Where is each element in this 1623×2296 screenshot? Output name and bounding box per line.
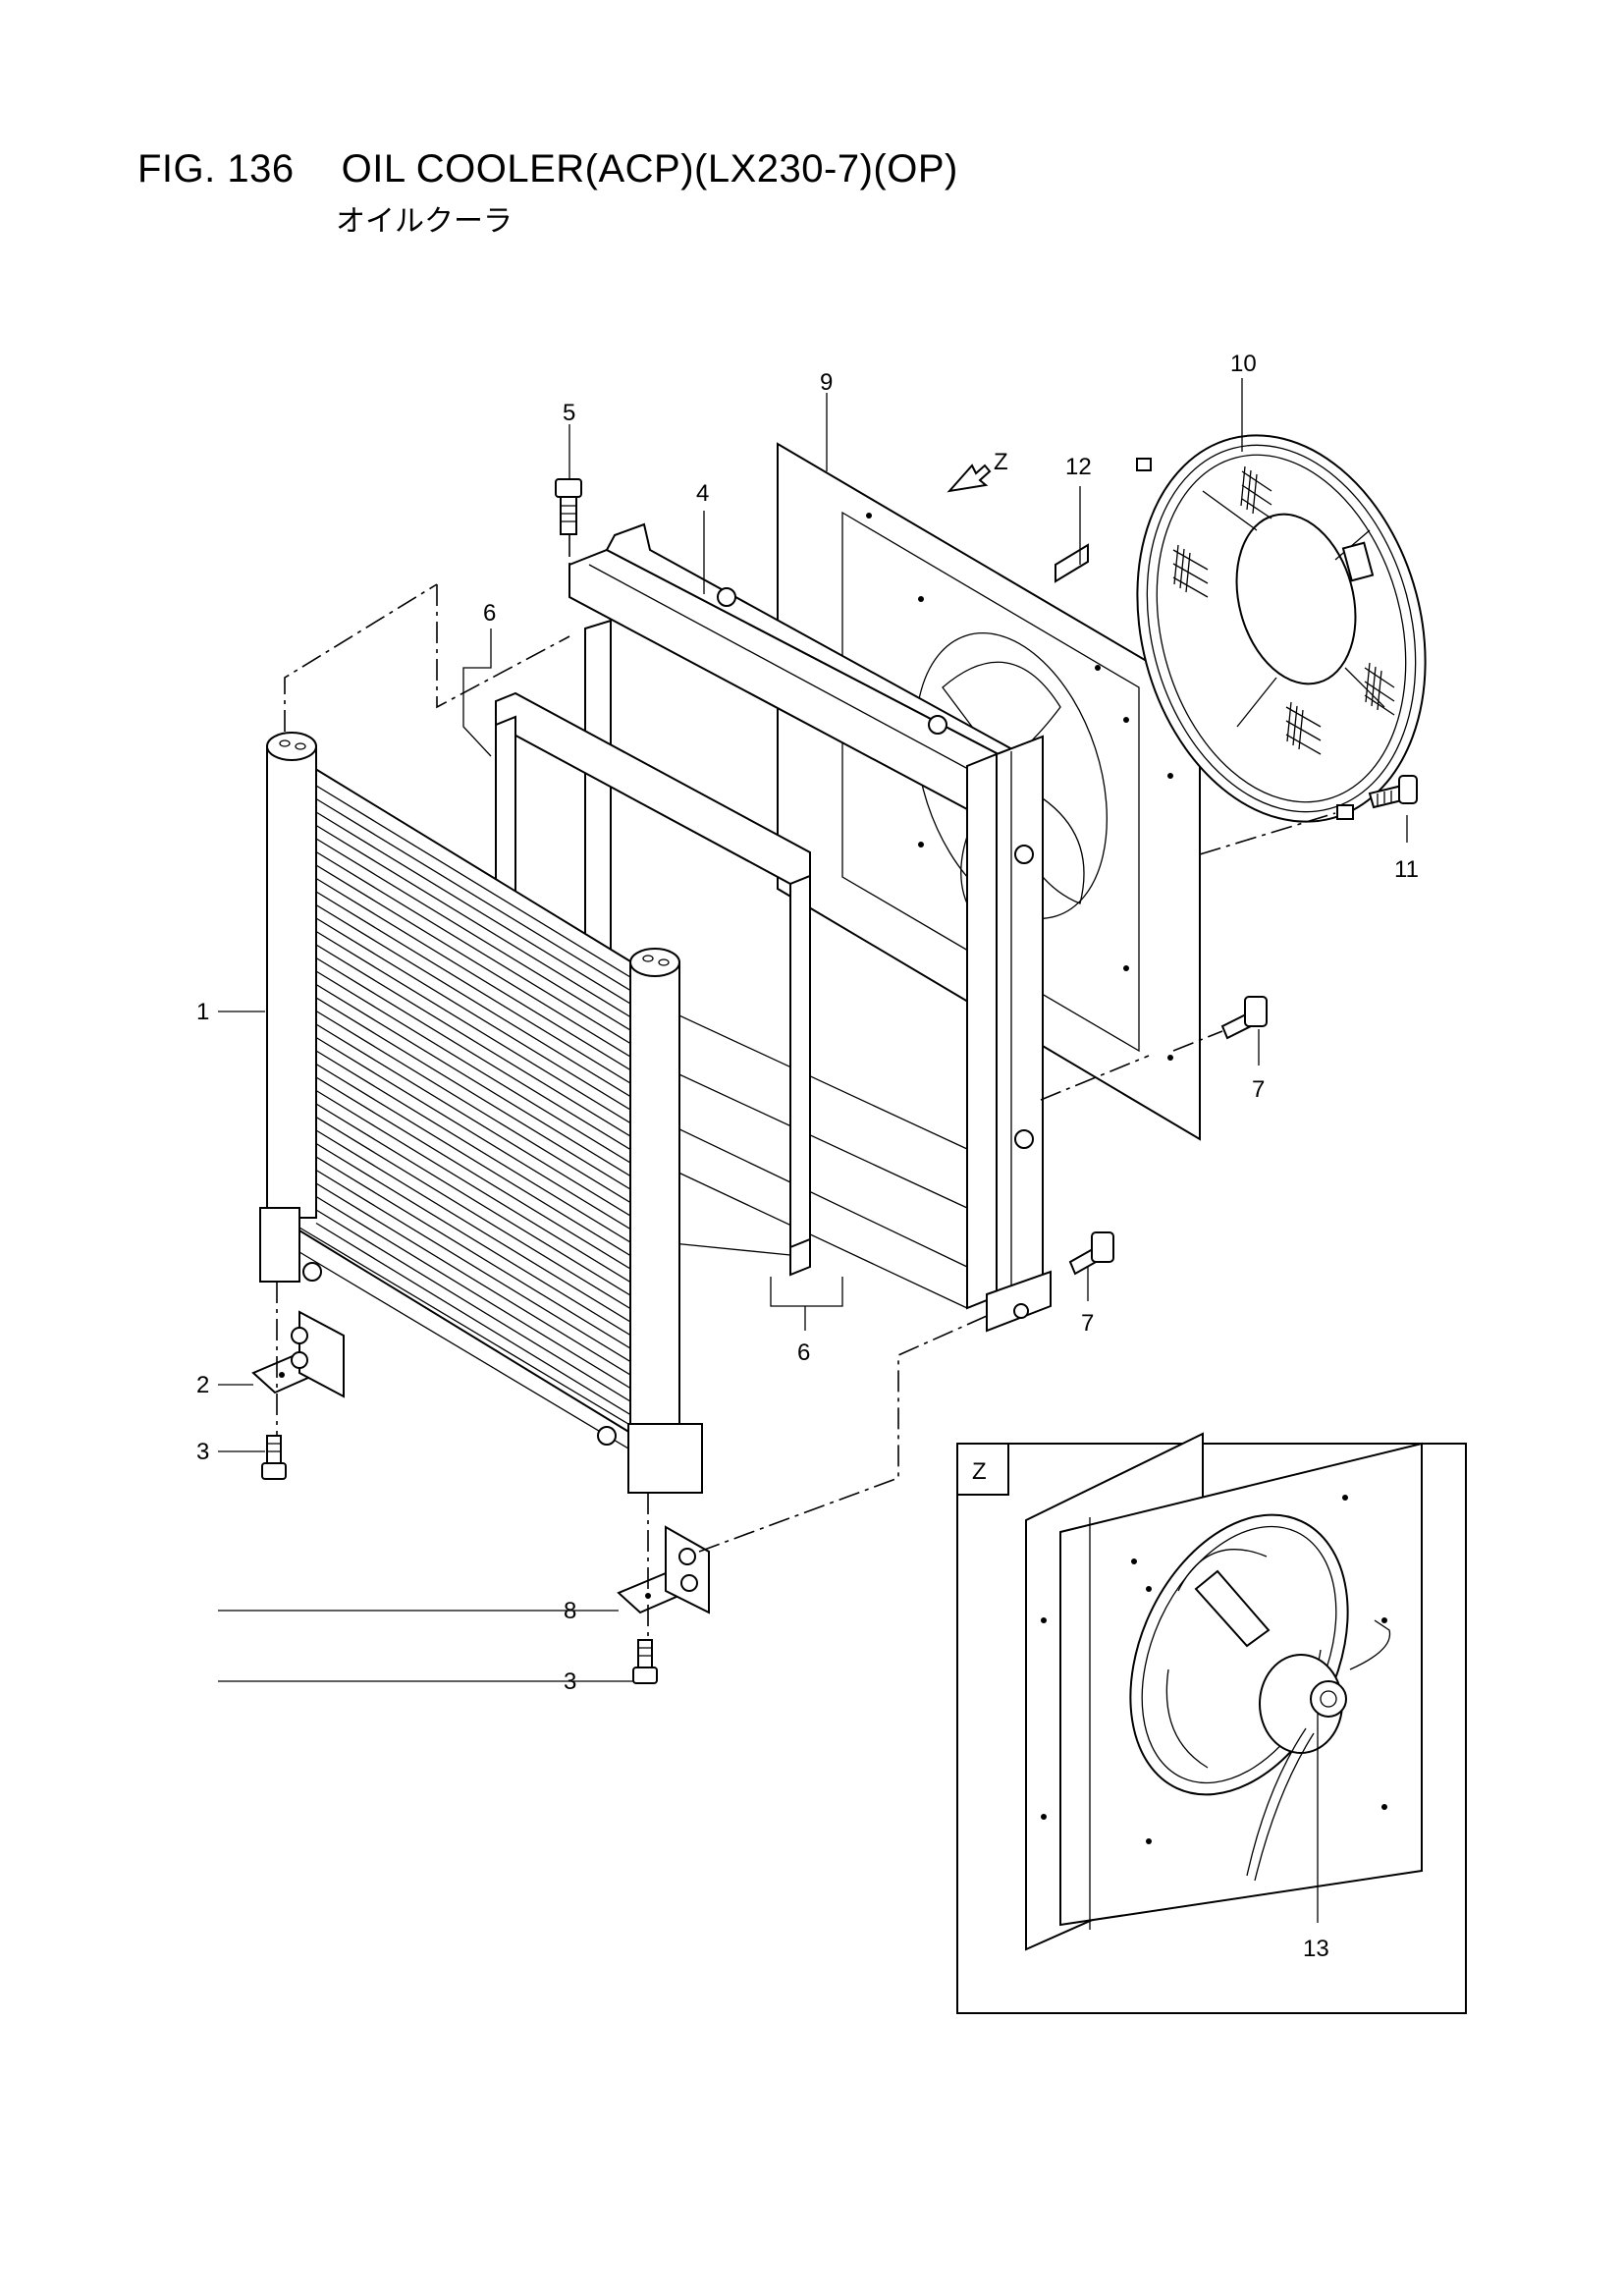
callout-8: 8	[564, 1598, 576, 1624]
cooler-fin	[315, 824, 631, 1018]
bolt-7-lower	[1068, 1231, 1114, 1276]
figure-title: FIG. 136 OIL COOLER(ACP)(LX230-7)(OP)	[137, 147, 958, 191]
detail-view-label-z: Z	[972, 1458, 987, 1485]
bolt-3-lower	[632, 1639, 658, 1684]
leader-lines	[218, 378, 1408, 1682]
bolt-5	[555, 478, 582, 535]
callout-5: 5	[563, 400, 575, 426]
callout-2: 2	[196, 1372, 209, 1398]
callout-12: 12	[1065, 454, 1092, 480]
cooler-fin	[315, 1063, 631, 1257]
callout-6-lower: 6	[797, 1339, 810, 1366]
bolt-7-upper	[1220, 996, 1268, 1040]
cooler-fin	[315, 944, 631, 1137]
cooler-fin	[315, 891, 631, 1084]
caution-label	[1055, 543, 1089, 583]
cooler-fin	[315, 997, 631, 1190]
callout-13: 13	[1303, 1936, 1329, 1962]
cooler-fin	[315, 1050, 631, 1243]
bracket-8	[617, 1525, 710, 1614]
callout-4: 4	[696, 480, 709, 507]
callout-9: 9	[820, 369, 833, 396]
callout-labels: 1 2 3 3 4 5 6 6 7 7 8 9 10 11 12 13 Z Z	[196, 351, 1419, 1962]
cooler-fin	[315, 1169, 631, 1363]
cooler-fin	[315, 970, 631, 1164]
oil-cooler-core	[259, 732, 703, 1494]
fan-guard	[1136, 434, 1427, 823]
figure-number: FIG. 136	[137, 147, 295, 191]
callout-6-upper: 6	[483, 600, 496, 627]
cooler-fin	[315, 903, 631, 1098]
assembly-lines	[276, 535, 1336, 1640]
cooler-fin	[315, 930, 631, 1124]
view-direction-arrow	[947, 464, 992, 493]
cooler-fin	[315, 983, 631, 1177]
direction-label-z: Z	[994, 449, 1008, 475]
figure-name: OIL COOLER(ACP)(LX230-7)(OP)	[341, 147, 958, 191]
cooler-fin	[315, 1182, 631, 1376]
cooler-fin	[315, 850, 631, 1045]
cooler-fin	[315, 838, 631, 1031]
cooler-fin	[315, 864, 631, 1058]
cooler-fin	[315, 1036, 631, 1230]
cooler-fin	[315, 1209, 631, 1402]
detail-view-z	[956, 1432, 1467, 2014]
cooler-fin	[315, 1103, 631, 1296]
cooler-fin	[315, 785, 631, 978]
cooler-fin	[315, 811, 631, 1005]
cooler-fin	[315, 1129, 631, 1323]
cooler-fin	[315, 917, 631, 1111]
callout-11: 11	[1394, 856, 1419, 883]
cooler-fin	[315, 1010, 631, 1204]
cooler-fin	[315, 1116, 631, 1310]
bolt-3-upper	[261, 1435, 287, 1480]
callout-7-lower: 7	[1081, 1310, 1094, 1337]
figure-subtitle: オイルクーラ	[336, 205, 513, 238]
cooler-fin	[315, 1195, 631, 1390]
cooler-fin	[315, 1156, 631, 1349]
cooler-fin	[315, 877, 631, 1071]
cooler-fin	[315, 1076, 631, 1270]
callout-7-upper: 7	[1252, 1076, 1265, 1103]
cooler-fin	[315, 1142, 631, 1337]
callout-3-upper: 3	[196, 1439, 209, 1465]
cooler-fin	[315, 1089, 631, 1284]
cooler-fin	[315, 797, 631, 992]
cooler-fin	[315, 1023, 631, 1217]
cooler-fin	[315, 1222, 631, 1416]
cooler-fin	[315, 957, 631, 1151]
bolt-11	[1368, 775, 1418, 809]
callout-1: 1	[196, 999, 209, 1025]
callout-3-lower: 3	[564, 1668, 576, 1695]
callout-10: 10	[1230, 351, 1257, 377]
bracket-2	[251, 1310, 345, 1398]
